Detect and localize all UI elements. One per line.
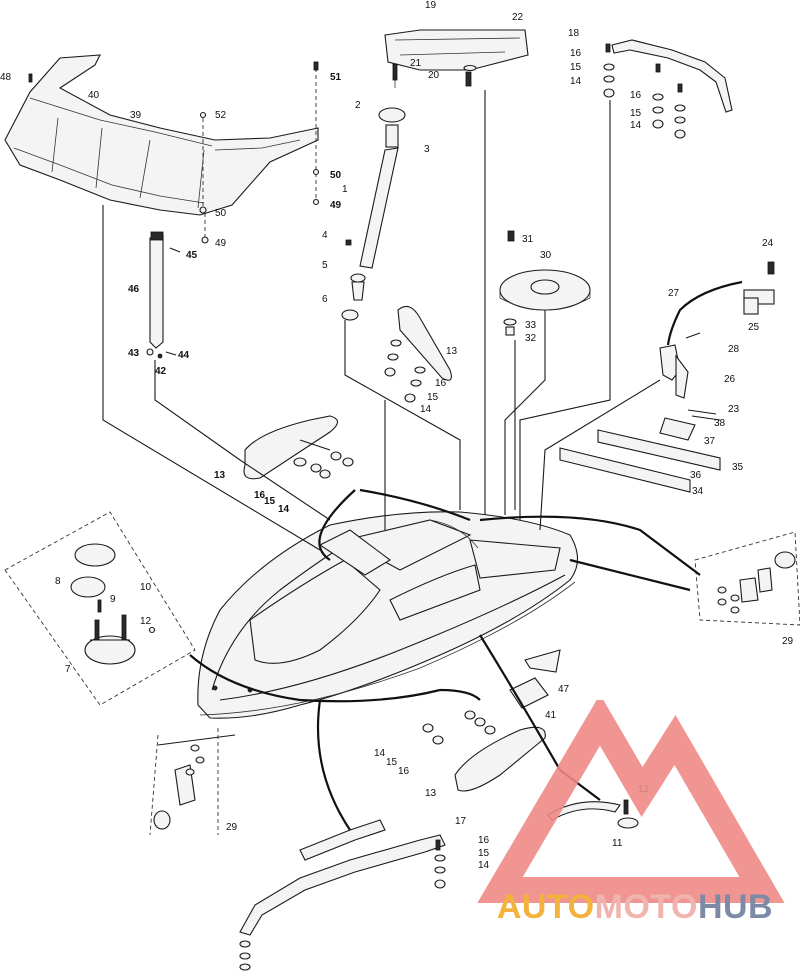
label-16b: 16 (630, 90, 642, 101)
label-21: 21 (410, 58, 422, 69)
label-22: 22 (512, 12, 524, 23)
label-6: 6 (322, 294, 328, 305)
label-19: 19 (425, 0, 437, 11)
label-28: 28 (728, 344, 740, 355)
label-15a: 15 (570, 62, 582, 73)
label-3: 3 (424, 144, 430, 155)
label-14a: 14 (570, 76, 582, 87)
label-25: 25 (748, 322, 760, 333)
watermark-auto: AUTO (496, 888, 595, 926)
label-35: 35 (732, 462, 744, 473)
label-23: 23 (728, 404, 740, 415)
label-5: 5 (322, 260, 328, 271)
label-13a: 13 (446, 346, 458, 357)
mounting-rails (559, 409, 721, 493)
label-33: 33 (525, 320, 537, 331)
label-29a: 29 (782, 636, 794, 647)
label-37: 37 (704, 436, 716, 447)
label-14f: 14 (478, 860, 490, 871)
support-arm (146, 231, 181, 359)
label-12a: 12 (140, 616, 152, 627)
label-48: 48 (0, 72, 12, 83)
label-13b: 13 (214, 470, 226, 481)
windshield (4, 54, 319, 216)
watermark-text: AUTOMOTOHUB (470, 888, 800, 927)
label-15c: 15 (427, 392, 439, 403)
label-31: 31 (522, 234, 534, 245)
label-43: 43 (128, 348, 140, 359)
label-18: 18 (568, 28, 580, 39)
grab-handle-upper (603, 39, 733, 139)
label-14e: 14 (374, 748, 386, 759)
steering-column (341, 107, 406, 321)
label-34: 34 (692, 486, 704, 497)
label-11: 11 (612, 838, 623, 849)
bracket-detail-right (694, 531, 800, 626)
label-27: 27 (668, 288, 680, 299)
label-15d: 15 (264, 496, 276, 507)
label-15b: 15 (630, 108, 642, 119)
label-47: 47 (558, 684, 570, 695)
label-29b: 29 (226, 822, 238, 833)
handle-left (243, 415, 354, 480)
label-16e: 16 (398, 766, 410, 777)
watermark-moto: MOTO (594, 888, 698, 926)
label-50b: 50 (330, 170, 342, 181)
label-26: 26 (724, 374, 736, 385)
label-7: 7 (65, 664, 71, 675)
label-2: 2 (355, 100, 361, 111)
part-labels: 19 22 21 20 18 16 15 14 16 15 14 48 40 3… (0, 0, 794, 871)
label-49b: 49 (330, 200, 342, 211)
label-41: 41 (545, 710, 557, 721)
throttle-mount (384, 29, 529, 88)
throttle-cable (659, 261, 775, 399)
label-52: 52 (215, 110, 227, 121)
label-10a: 10 (140, 582, 152, 593)
label-24: 24 (762, 238, 774, 249)
label-38: 38 (714, 418, 726, 429)
label-17: 17 (455, 816, 467, 827)
leader-lines (102, 90, 701, 831)
bracket-detail-left (149, 728, 219, 836)
label-51: 51 (330, 72, 342, 83)
label-16c: 16 (435, 378, 447, 389)
grab-handle-lower (239, 819, 446, 971)
label-9: 9 (110, 594, 116, 605)
label-15e: 15 (386, 757, 398, 768)
windshield-fasteners (28, 61, 320, 244)
label-14d: 14 (278, 504, 290, 515)
label-4: 4 (322, 230, 328, 241)
label-1: 1 (342, 184, 348, 195)
label-20: 20 (428, 70, 440, 81)
handle-lower (422, 710, 546, 792)
watermark-hub: HUB (697, 888, 774, 926)
label-8: 8 (55, 576, 61, 587)
bow-light-detail (4, 511, 196, 706)
label-16d: 16 (254, 490, 266, 501)
label-42: 42 (155, 366, 167, 377)
label-40: 40 (88, 90, 100, 101)
watermark-logo (477, 700, 785, 903)
label-46: 46 (128, 284, 140, 295)
label-16f: 16 (478, 835, 490, 846)
label-32: 32 (525, 333, 537, 344)
label-49a: 49 (215, 238, 227, 249)
label-50a: 50 (215, 208, 227, 219)
label-45: 45 (186, 250, 198, 261)
label-44: 44 (178, 350, 190, 361)
label-13c: 13 (425, 788, 437, 799)
boat-hull (197, 511, 579, 719)
handle-center (384, 305, 452, 403)
label-15f: 15 (478, 848, 490, 859)
label-16a: 16 (570, 48, 582, 59)
label-30: 30 (540, 250, 552, 261)
label-14b: 14 (630, 120, 642, 131)
label-36: 36 (690, 470, 702, 481)
label-14c: 14 (420, 404, 432, 415)
label-39: 39 (130, 110, 142, 121)
